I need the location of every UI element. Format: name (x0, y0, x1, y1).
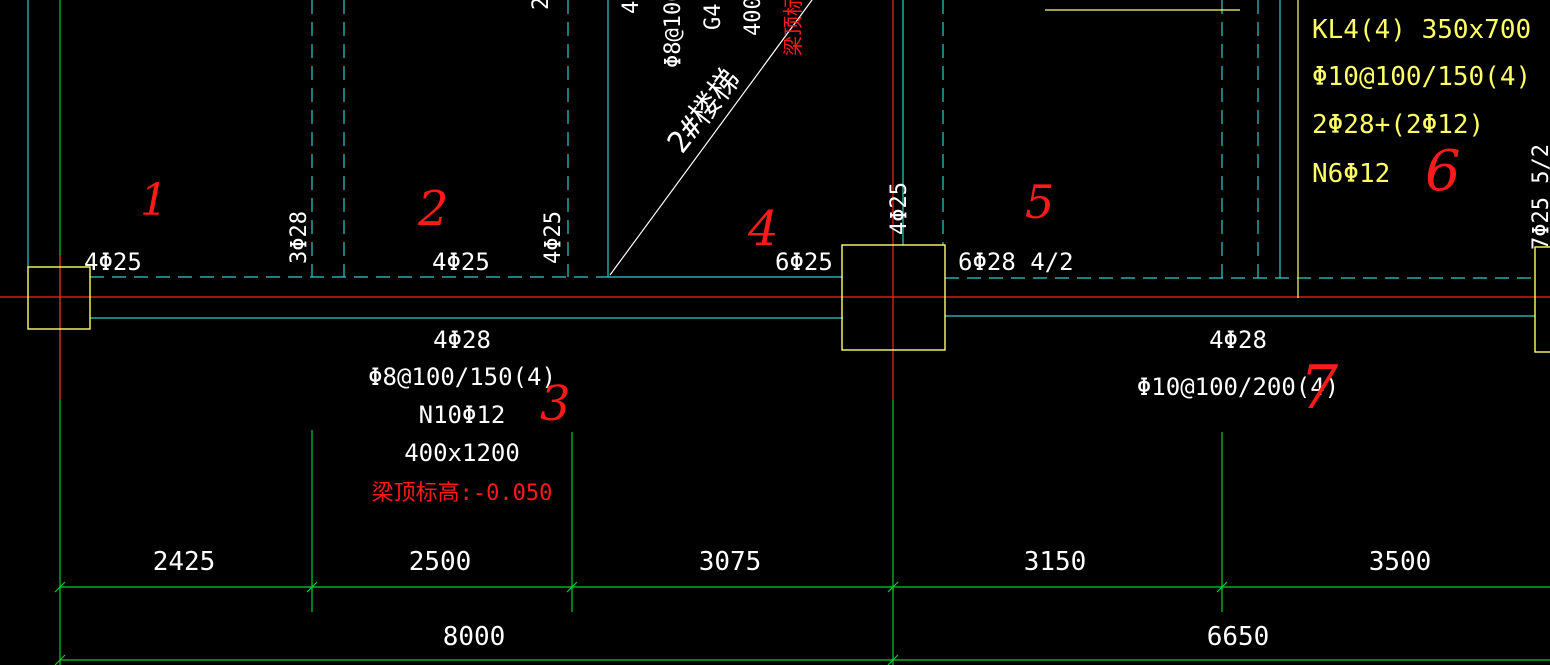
column-right-edge[interactable] (1534, 246, 1550, 353)
kl4-top-rebar: 2Φ28+(2Φ12) (1312, 110, 1484, 140)
marker-5: 5 (1025, 175, 1054, 229)
dim-total-6650: 6650 (1207, 622, 1270, 652)
dim-3150: 3150 (1024, 547, 1087, 577)
dim-total-8000: 8000 (443, 622, 506, 652)
rebar-label-column: 4Φ25 (887, 182, 912, 235)
dimension-lines (54, 581, 1550, 665)
partial-label-red-elevation: 梁顶标高 (781, 0, 805, 56)
column-center[interactable] (841, 244, 946, 351)
beam-left-side-rebar: N10Φ12 (419, 401, 506, 429)
dim-2500: 2500 (409, 547, 472, 577)
partial-label-g4: G4 (701, 4, 726, 31)
beam-left-section: 400x1200 (404, 439, 520, 467)
hidden-beam-dashed-lines (90, 0, 1535, 279)
beam-kl4-annotation[interactable]: KL4(4) 350x700 Φ10@100/150(4) 2Φ28+(2Φ12… (1312, 15, 1531, 189)
dimension-texts: 2425 2500 3075 3150 3500 8000 6650 (153, 547, 1432, 652)
yellow-beam-lines (1045, 0, 1299, 298)
dim-3500: 3500 (1369, 547, 1432, 577)
rebar-label-vert: 4Φ25 (541, 211, 566, 264)
marker-2: 2 (417, 181, 449, 237)
beam-right-annotation[interactable]: 4Φ28 Φ10@100/200(4) (1137, 326, 1339, 401)
kl4-side-rebar: N6Φ12 (1312, 159, 1390, 189)
column-left[interactable] (27, 266, 91, 330)
rebar-label-left: 4Φ25 (84, 248, 142, 276)
rebar-label-6phi25: 6Φ25 (775, 248, 833, 276)
rebar-label-right-edge: 7Φ25 5/2 (1529, 144, 1550, 250)
beam-left-stirrup: Φ8@100/150(4) (368, 363, 556, 391)
stair-diagonal-line (609, 0, 813, 276)
marker-4: 4 (747, 201, 779, 257)
kl4-stirrup: Φ10@100/150(4) (1312, 62, 1531, 92)
dim-2425: 2425 (153, 547, 216, 577)
marker-7: 7 (1300, 353, 1339, 423)
kl4-name: KL4(4) 350x700 (1312, 15, 1531, 45)
marker-1: 1 (140, 175, 168, 226)
beam-left-annotation[interactable]: 4Φ28 Φ8@100/150(4) N10Φ12 400x1200 梁顶标高:… (368, 326, 556, 506)
handwritten-markers: 1 2 3 4 5 6 7 (140, 139, 1461, 432)
partial-label-2: 2 (529, 0, 554, 10)
grid-axis-lines (0, 0, 1550, 400)
rebar-label-mid: 4Φ25 (432, 248, 490, 276)
rebar-label-3phi28: 3Φ28 (287, 211, 312, 264)
beam-right-bottom-rebar: 4Φ28 (1209, 326, 1267, 354)
marker-3: 3 (540, 376, 571, 432)
marker-6: 6 (1425, 139, 1461, 204)
partial-label-400: 400 (741, 0, 766, 36)
dim-3075: 3075 (699, 547, 762, 577)
partial-label-4: 4 (619, 1, 644, 14)
beam-left-bottom-rebar: 4Φ28 (433, 326, 491, 354)
rebar-label-6phi28: 6Φ28 4/2 (958, 248, 1074, 276)
beam-outline-lines (27, 0, 1535, 319)
partial-label-stirrup: Φ8@100 (661, 0, 686, 68)
beam-right-stirrup: Φ10@100/200(4) (1137, 373, 1339, 401)
beam-left-elevation: 梁顶标高:-0.050 (372, 481, 553, 506)
